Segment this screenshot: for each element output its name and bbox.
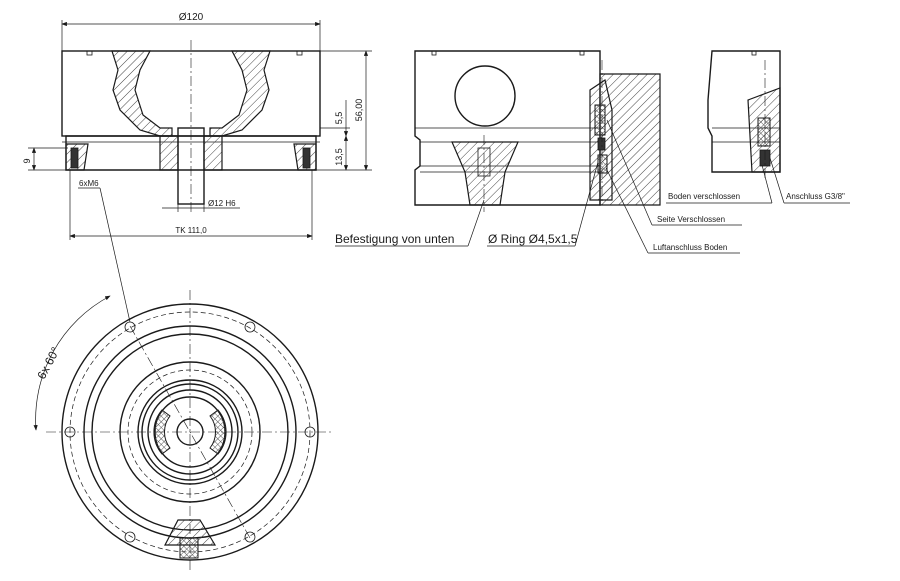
front-section-view: Ø120 56,00 5,5 13,5 9 6xM6 Ø12 H6 TK 111… <box>22 12 372 240</box>
top-view: 6x 60° <box>33 187 334 570</box>
dim-thread-6xm6: 6xM6 <box>79 179 99 188</box>
dim-9: 9 <box>22 158 32 163</box>
dim-height-56: 56,00 <box>354 99 364 122</box>
middle-section-view: Befestigung von unten Ø Ring Ø4,5x1,5 Se… <box>335 50 742 254</box>
label-luftanschluss: Luftanschluss Boden <box>653 243 727 252</box>
dim-bolt-circle: TK 111,0 <box>175 226 207 235</box>
dim-diameter-120: Ø120 <box>179 12 204 23</box>
right-section-view: Boden verschlossen Anschluss G3/8" <box>666 50 850 204</box>
jaw-right <box>209 409 227 455</box>
label-seite: Seite Verschlossen <box>657 215 725 224</box>
dim-5-5: 5,5 <box>334 112 344 125</box>
label-befestigung: Befestigung von unten <box>335 232 454 246</box>
label-boden: Boden verschlossen <box>668 192 740 201</box>
cavity-section-right <box>209 50 271 137</box>
label-ring: Ø Ring Ø4,5x1,5 <box>488 232 578 246</box>
dim-bore-12h6: Ø12 H6 <box>208 199 236 208</box>
label-anschluss: Anschluss G3/8" <box>786 192 845 201</box>
dim-angle-60: 6x 60° <box>34 345 62 382</box>
cavity-section-left <box>111 50 173 137</box>
dim-13-5: 13,5 <box>334 148 344 166</box>
